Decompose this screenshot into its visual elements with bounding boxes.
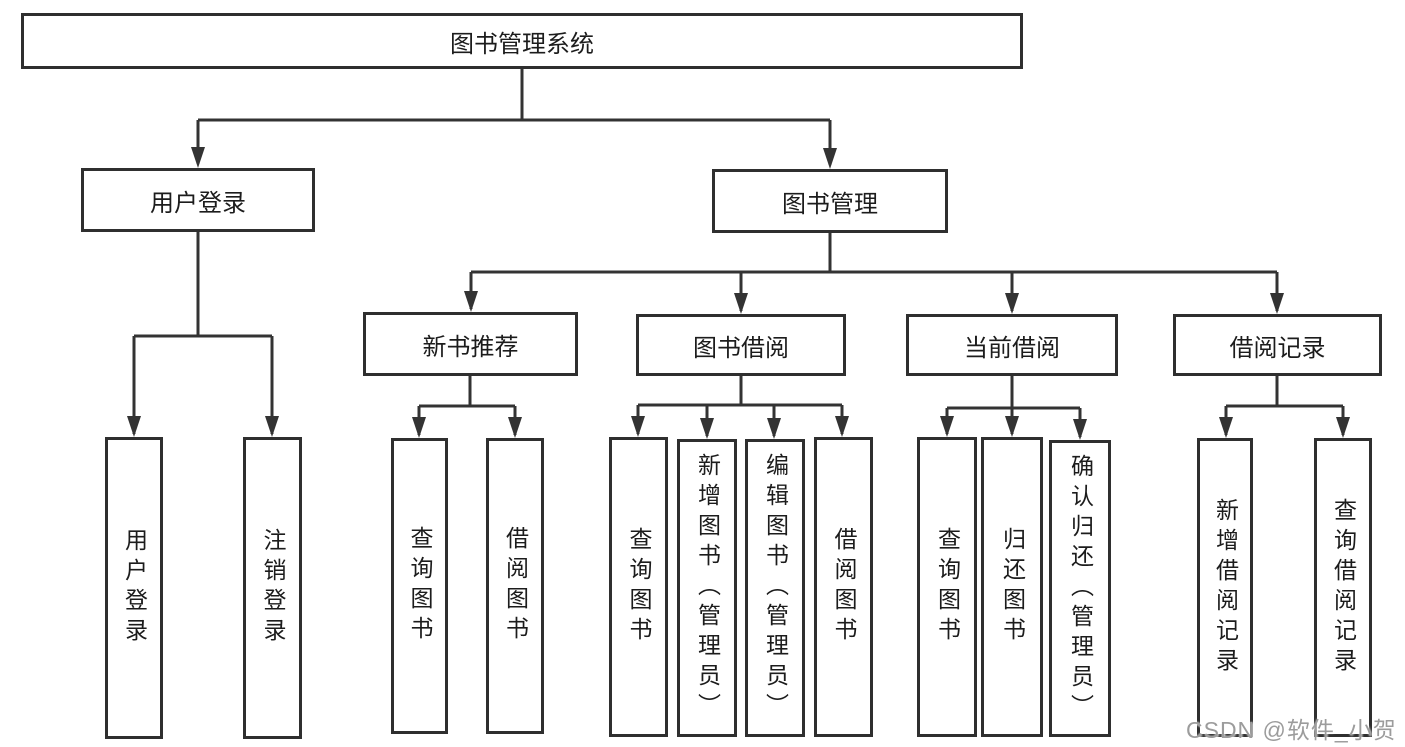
arrowhead <box>508 417 522 438</box>
arrowhead <box>464 291 478 312</box>
arrowhead <box>1219 417 1233 438</box>
node-new-book-recommendation: 新书推荐 <box>363 312 578 376</box>
leaf-query-books-recommend: 查询图书 <box>391 438 448 734</box>
node-user-login: 用户登录 <box>81 168 315 232</box>
leaf-query-books-borrow: 查询图书 <box>609 437 668 737</box>
arrowhead <box>1073 419 1087 440</box>
arrowhead <box>835 416 849 437</box>
leaf-confirm-return-admin: 确认归还（管理员） <box>1049 440 1111 737</box>
node-current-borrowing: 当前借阅 <box>906 314 1118 376</box>
node-library-system: 图书管理系统 <box>21 13 1023 69</box>
arrowhead <box>767 418 781 439</box>
arrowhead <box>1336 417 1350 438</box>
leaf-add-books-admin: 新增图书（管理员） <box>677 439 737 737</box>
arrowhead <box>631 416 645 437</box>
connector-borrow-branch <box>636 376 844 436</box>
arrowhead <box>734 293 748 314</box>
connector-newbook-branch <box>417 376 517 435</box>
leaf-edit-books-admin: 编辑图书（管理员） <box>745 439 805 737</box>
node-borrowing-records: 借阅记录 <box>1173 314 1382 376</box>
leaf-logout: 注销登录 <box>243 437 302 739</box>
arrowhead <box>940 416 954 437</box>
csdn-watermark: CSDN @软件_小贺同学 <box>1186 717 1397 743</box>
leaf-borrow-books: 借阅图书 <box>814 437 873 737</box>
node-book-borrowing: 图书借阅 <box>636 314 846 376</box>
arrowhead <box>412 417 426 438</box>
leaf-return-books: 归还图书 <box>981 437 1043 737</box>
arrowhead <box>700 418 714 439</box>
arrowhead <box>823 148 837 169</box>
arrowhead <box>1005 293 1019 314</box>
arrowhead <box>127 416 141 437</box>
arrowhead <box>191 147 205 168</box>
arrowhead <box>265 416 279 437</box>
leaf-borrow-books-recommend: 借阅图书 <box>486 438 544 734</box>
connector-records-branch <box>1224 376 1345 435</box>
arrowhead <box>1270 293 1284 314</box>
leaf-query-borrow-record: 查询借阅记录 <box>1314 438 1372 737</box>
leaf-add-borrow-record: 新增借阅记录 <box>1197 438 1253 737</box>
leaf-user-login: 用户登录 <box>105 437 163 739</box>
leaf-query-books-current: 查询图书 <box>917 437 977 737</box>
arrowhead <box>1005 416 1019 437</box>
connector-root-branch <box>196 69 832 165</box>
connector-login-branch <box>132 232 274 434</box>
node-book-management: 图书管理 <box>712 169 948 233</box>
connector-management-branch <box>469 233 1279 311</box>
